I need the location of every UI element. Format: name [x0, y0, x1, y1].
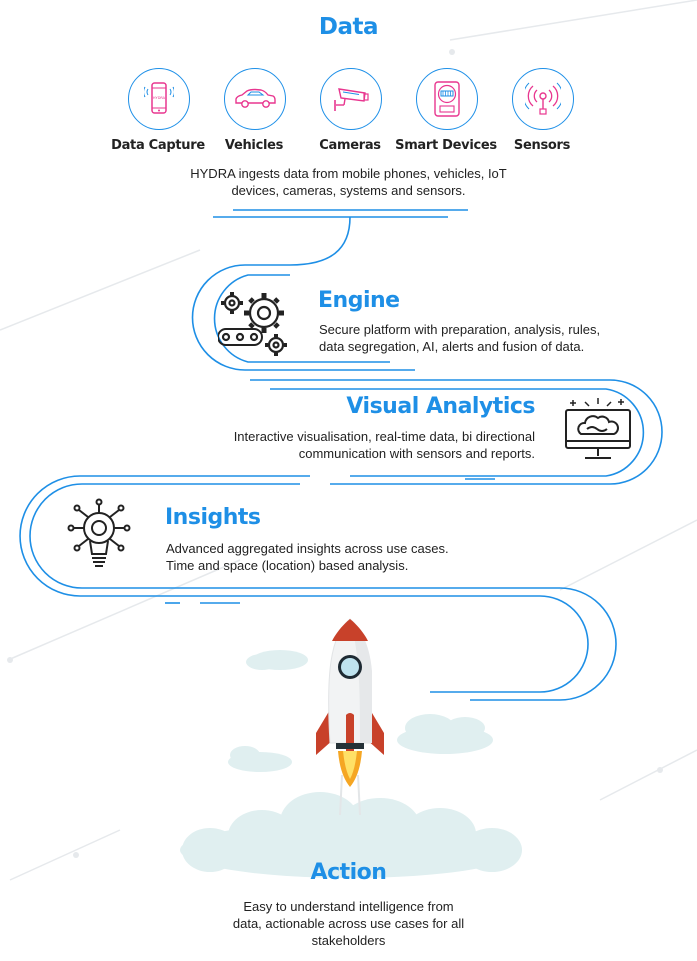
- monitor-cloud-icon: [565, 398, 631, 459]
- lightbulb-network-icon: [67, 498, 131, 567]
- engine-title: Engine: [318, 288, 400, 313]
- insights-description-line2: Time and space (location) based analysis…: [166, 558, 409, 573]
- engine-description: Secure platform with preparation, analys…: [319, 321, 659, 355]
- action-description: Easy to understand intelligence from dat…: [0, 898, 697, 949]
- visual-analytics-description: Interactive visualisation, real-time dat…: [180, 428, 535, 462]
- rocket-icon: [316, 618, 384, 815]
- data-description: HYDRA ingests data from mobile phones, v…: [0, 165, 697, 199]
- sensors-label: Sensors: [513, 138, 571, 153]
- visual-analytics-description-line2: communication with sensors and reports.: [298, 446, 535, 461]
- smart-devices-icon-circle: [416, 68, 478, 130]
- connector-paths: [19, 209, 663, 701]
- visual-analytics-title: Visual Analytics: [346, 394, 535, 419]
- data-capture-label: Data Capture: [111, 138, 205, 153]
- visual-analytics-description-line1: Interactive visualisation, real-time dat…: [233, 429, 535, 444]
- cameras-label: Cameras: [319, 138, 381, 153]
- engine-description-line2: data segregation, AI, alerts and fusion …: [319, 339, 585, 354]
- action-description-line3: stakeholders: [311, 933, 386, 948]
- data-description-line2: devices, cameras, systems and sensors.: [231, 183, 466, 198]
- insights-description-line1: Advanced aggregated insights across use …: [166, 541, 449, 556]
- vehicles-label: Vehicles: [224, 138, 284, 153]
- mobile-phone-icon: HYDRA: [144, 82, 174, 114]
- vehicles-icon-circle: [224, 68, 286, 130]
- phone-screen-text: HYDRA: [153, 96, 166, 100]
- sensor-signal-icon: [525, 82, 561, 115]
- smart-devices-label: Smart Devices: [395, 138, 497, 153]
- data-description-line1: HYDRA ingests data from mobile phones, v…: [190, 166, 507, 181]
- action-title: Action: [310, 860, 387, 885]
- smart-meter-icon: [434, 81, 460, 117]
- engine-description-line1: Secure platform with preparation, analys…: [319, 322, 601, 337]
- insights-title: Insights: [165, 505, 261, 530]
- action-description-line2: data, actionable across use cases for al…: [232, 916, 465, 931]
- car-icon: [235, 88, 276, 108]
- gears-icon: [218, 292, 287, 356]
- data-title: Data: [318, 14, 379, 40]
- insights-description: Advanced aggregated insights across use …: [166, 540, 506, 574]
- decorative-lines: [0, 0, 697, 881]
- cameras-icon-circle: [320, 68, 382, 130]
- sensors-icon-circle: [512, 68, 574, 130]
- action-description-line1: Easy to understand intelligence from: [243, 899, 454, 914]
- security-camera-icon: [334, 88, 369, 111]
- data-capture-icon-circle: HYDRA: [128, 68, 190, 130]
